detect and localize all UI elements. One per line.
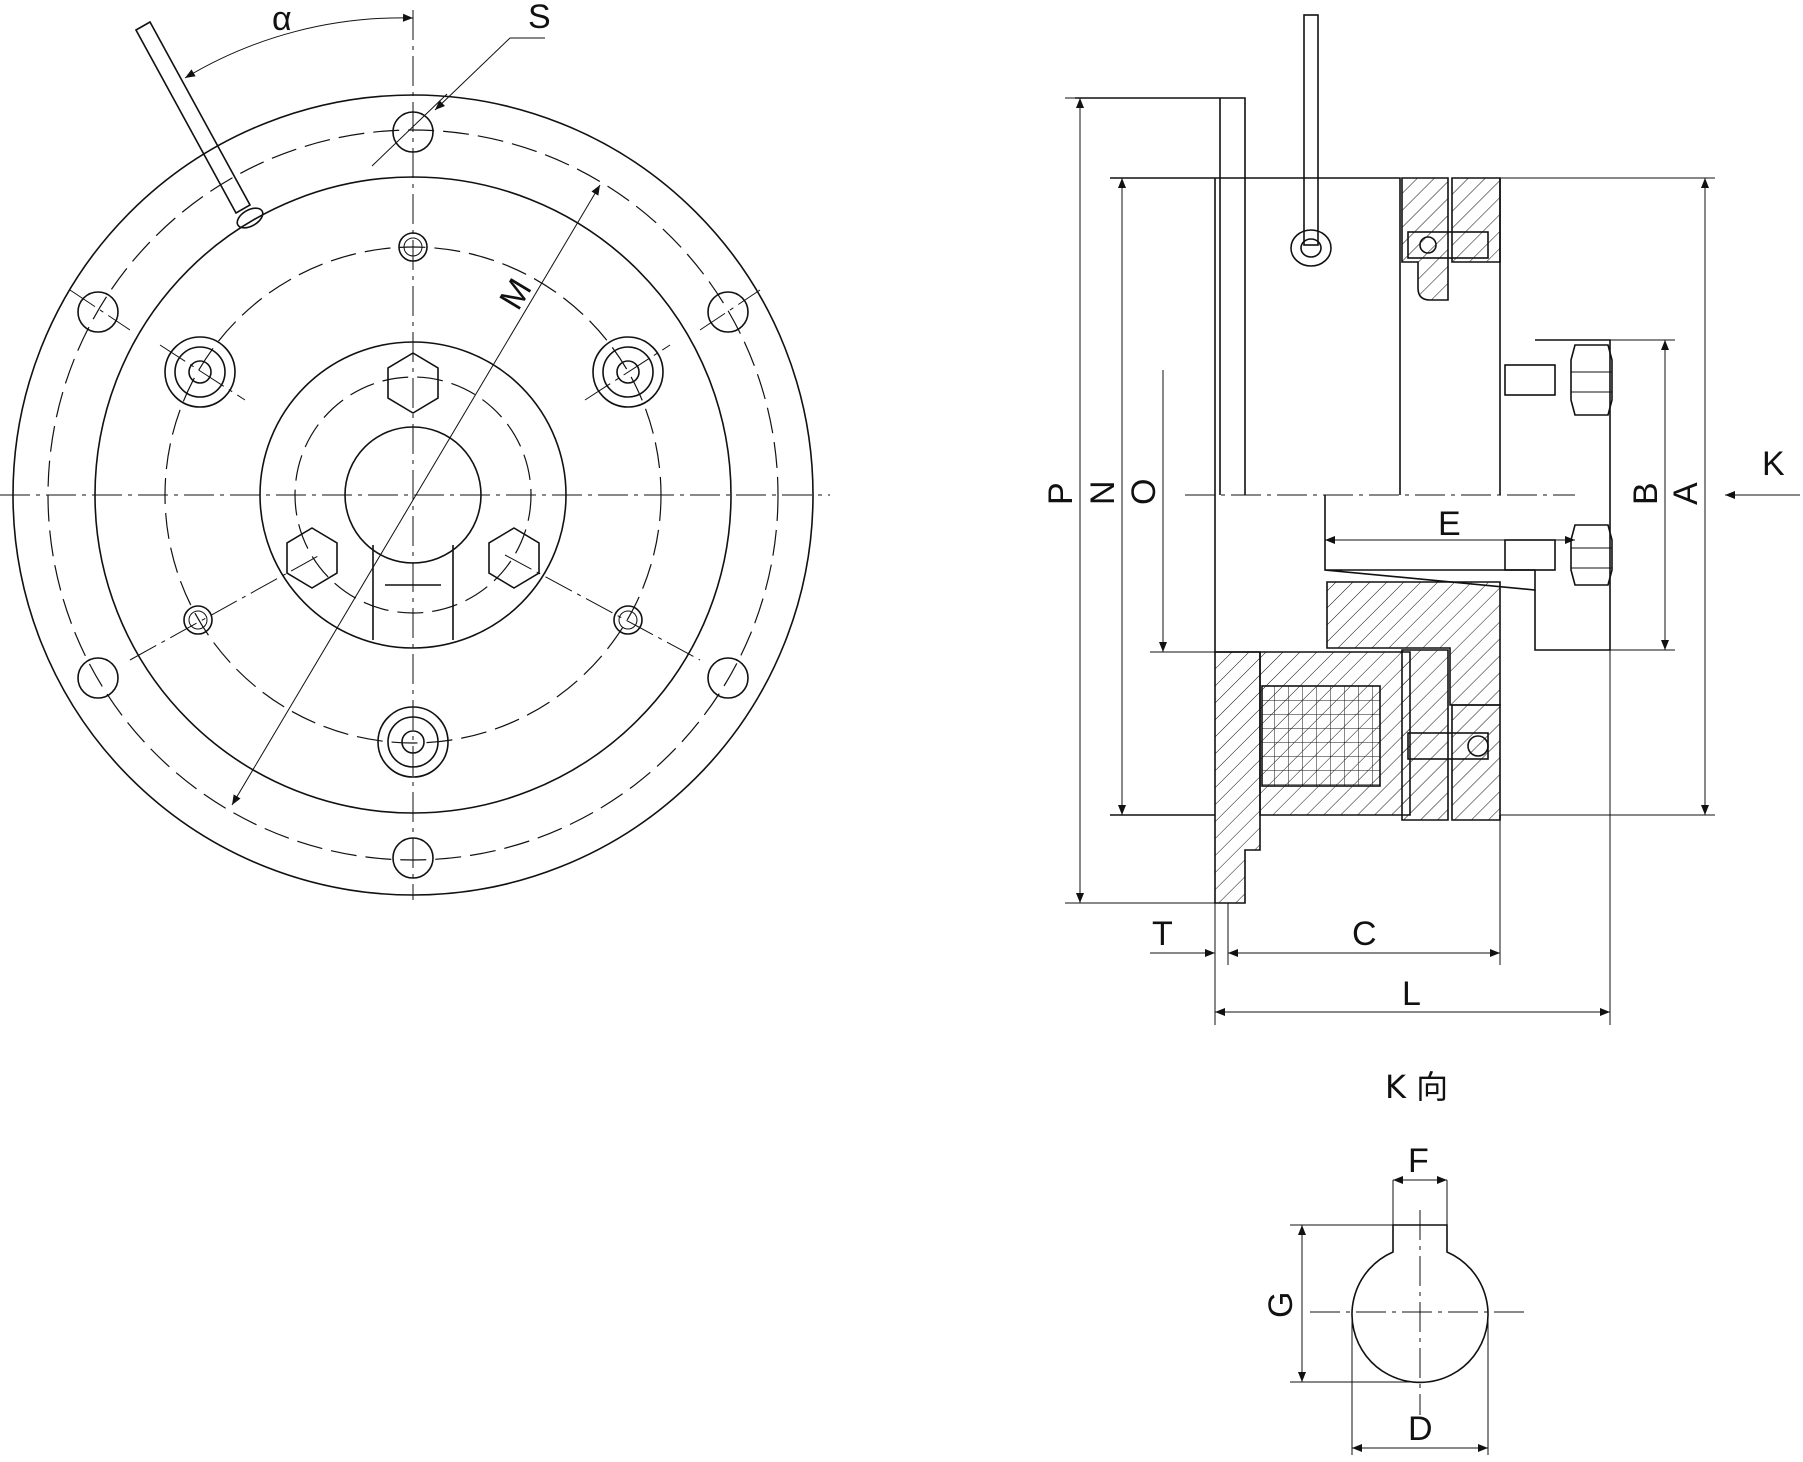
label-O: O	[1125, 479, 1163, 505]
label-k-view: K 向	[1385, 1068, 1448, 1106]
flange-bolt-circle	[47, 129, 779, 861]
hex-bolt-lower	[1504, 524, 1613, 586]
label-A: A	[1667, 482, 1705, 505]
label-G: G	[1262, 1292, 1300, 1318]
label-S: S	[528, 0, 551, 36]
alpha-arc	[184, 13, 414, 79]
side-lead-grommet	[1290, 229, 1332, 267]
upper-screw	[1407, 231, 1489, 259]
friction-disc-lower	[1451, 704, 1501, 821]
section-view: P N O B A K E T C L	[1042, 14, 1800, 1025]
socket-head-bolts	[164, 336, 664, 778]
front-view: α S M	[0, 0, 830, 900]
armature-plate-lower	[1401, 649, 1449, 821]
m-diameter-dimension	[231, 184, 601, 806]
s-leader-lower	[371, 93, 448, 167]
label-N: N	[1084, 480, 1122, 505]
label-C: C	[1352, 915, 1377, 953]
flange-holes	[77, 111, 749, 879]
label-D: D	[1408, 1410, 1433, 1448]
hub-body-hatch	[1326, 581, 1501, 706]
friction-disc-upper	[1451, 177, 1501, 263]
outer-flange-circle	[12, 94, 814, 896]
k-view: K 向 F G D	[1262, 1068, 1525, 1455]
label-T: T	[1152, 915, 1173, 953]
shaft-key	[1324, 495, 1536, 591]
label-F: F	[1408, 1142, 1429, 1180]
label-E: E	[1438, 505, 1461, 543]
label-M: M	[492, 272, 539, 316]
housing-circle	[94, 176, 732, 814]
label-alpha: α	[272, 0, 292, 38]
armature-plate-upper	[1401, 177, 1449, 301]
flange-plate-top	[1075, 97, 1246, 495]
label-K: K	[1762, 445, 1785, 483]
hex-bolt-upper	[1504, 344, 1613, 416]
hub-outline	[1499, 178, 1611, 651]
radial-centerlines	[69, 289, 761, 661]
housing-outline-top	[1110, 177, 1401, 495]
lead-grommet	[236, 207, 264, 229]
coil-winding	[1261, 685, 1381, 787]
label-P: P	[1042, 482, 1080, 505]
label-B: B	[1627, 482, 1665, 505]
side-lead-wire	[1303, 14, 1319, 246]
keyed-bore	[1351, 1224, 1489, 1384]
s-leader	[434, 37, 545, 111]
flange-plate-bottom	[1214, 651, 1261, 904]
label-L: L	[1402, 975, 1421, 1013]
lead-wire	[134, 20, 252, 215]
